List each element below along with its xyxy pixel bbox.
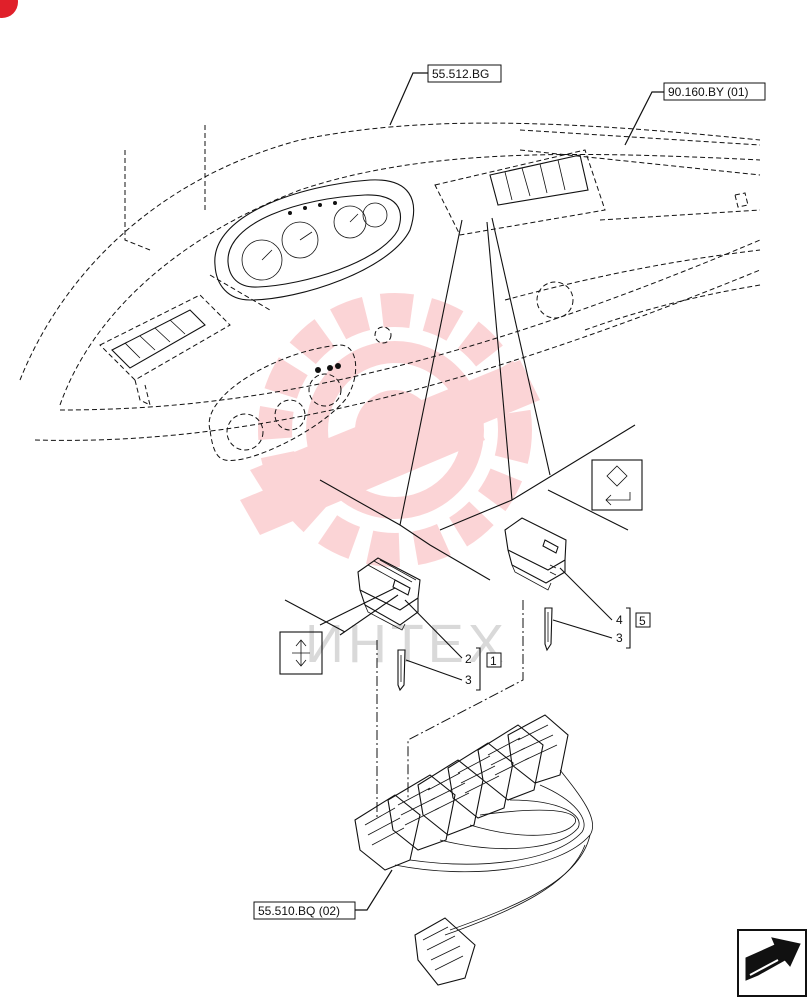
reference-top-right: 90.160.BY (01) (624, 82, 766, 146)
wiring-harness (354, 714, 594, 986)
connector-block (387, 774, 456, 851)
rocker-diamond-enter-symbol (591, 459, 643, 511)
callout-left-item-1: 2 (465, 652, 472, 666)
dashboard-leaders (319, 217, 636, 581)
callout-left-item-2: 3 (465, 673, 472, 687)
harness-connection-lines (376, 600, 524, 820)
corner-badge-icon (0, 0, 18, 18)
left-terminal-pin (397, 649, 406, 692)
reference-harness: 55.510.BQ (02) (253, 869, 393, 920)
right-terminal-pin (544, 607, 553, 652)
connector-block (477, 724, 544, 801)
left-switch-bank (99, 294, 231, 406)
reference-top-right-text: 90.160.BY (01) (668, 85, 749, 99)
left-rocker-switch (284, 557, 421, 636)
right-switch-bank (434, 149, 749, 236)
dashboard-knobs (208, 281, 574, 461)
callout-right: 4 3 5 (552, 567, 651, 649)
callout-right-group: 5 (639, 614, 646, 628)
callout-left: 2 3 1 (404, 599, 502, 691)
end-connector (414, 917, 476, 986)
rocker-updown-symbol (279, 631, 323, 675)
reference-top-left: 55.512.BG (389, 64, 502, 126)
callout-right-item-2: 3 (616, 631, 623, 645)
navigation-arrow-icon[interactable] (737, 929, 807, 997)
dashboard-outline (19, 122, 761, 441)
connector-block (507, 714, 569, 784)
watermark-text: ИНТЕХ (305, 614, 508, 674)
connector-block (354, 794, 421, 871)
reference-harness-text: 55.510.BQ (02) (258, 904, 340, 918)
callout-right-item-1: 4 (616, 613, 623, 627)
harness-wires (394, 769, 594, 936)
reference-top-left-text: 55.512.BG (432, 67, 489, 81)
instrument-cluster (214, 179, 415, 301)
watermark-logo (240, 293, 540, 567)
right-rocker-switch (504, 517, 567, 591)
connector-block (447, 742, 514, 819)
callout-left-group: 1 (490, 654, 497, 668)
connector-block (417, 759, 484, 836)
